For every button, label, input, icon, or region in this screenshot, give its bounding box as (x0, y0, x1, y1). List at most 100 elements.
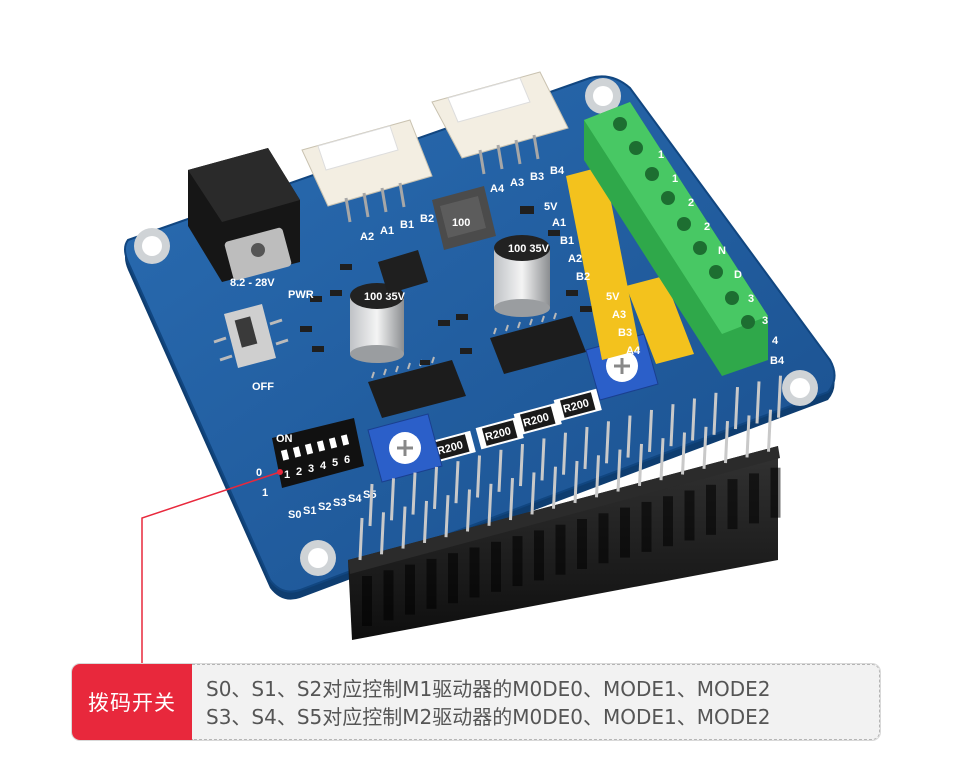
gpio-pin (433, 466, 438, 509)
header-slot (383, 570, 394, 621)
power-switch (213, 304, 289, 368)
dip-zero-label: 0 (256, 467, 262, 479)
gpio-pin (745, 415, 751, 458)
caption-description: S0、S1、S2对应控制M1驱动器的M0DE0、MODE1、MODE2 S3、S… (192, 664, 880, 740)
pwr-label: PWR (288, 289, 314, 301)
callout-dot (277, 469, 283, 475)
header-slot (663, 496, 673, 547)
pin-header-top-labels: 5V A1 B1 A2 B2 (544, 201, 590, 283)
voltage-label: 8.2 - 28V (230, 277, 275, 289)
off-label: OFF (252, 381, 274, 393)
gpio-pin (540, 438, 546, 481)
dip-num-1: 1 (284, 469, 290, 481)
callout-line (141, 471, 281, 664)
svg-text:A2: A2 (568, 253, 582, 265)
dip-num-3: 3 (308, 463, 314, 475)
pin-header-bottom (626, 276, 694, 364)
label-b3: B3 (530, 171, 544, 183)
capacitor-right: 100 35V (494, 235, 550, 317)
gpio-pin (466, 489, 471, 532)
motor-connector-right (431, 71, 569, 175)
label-a4: A4 (490, 183, 505, 195)
dip-label-s0: S0 (288, 509, 301, 521)
capacitor-label: 100 35V (364, 291, 406, 303)
header-slot (448, 553, 458, 604)
gpio-pin (669, 404, 675, 447)
gpio-pin (519, 444, 524, 487)
label-a2: A2 (360, 231, 374, 243)
gpio-pin (659, 438, 665, 481)
gpio-pin (626, 415, 632, 458)
motor-connector-left (301, 119, 433, 223)
gpio-pin (573, 460, 579, 504)
svg-text:B2: B2 (576, 271, 590, 283)
header-slot (727, 479, 738, 530)
gpio-pin (648, 409, 653, 452)
svg-text:5V: 5V (544, 201, 558, 213)
current-resistors: R200 R200 R200 R200 (427, 388, 602, 464)
svg-text:1: 1 (658, 149, 664, 161)
label-b4: B4 (550, 165, 565, 177)
gpio-pins (358, 375, 782, 561)
caption-line-2: S3、S4、S5对应控制M2驱动器的M0DE0、MODE1、MODE2 (206, 705, 771, 729)
header-slot (405, 564, 415, 615)
label-b2: B2 (420, 213, 434, 225)
dip-on-label: ON (276, 433, 293, 445)
dip-label-s5: S5 (363, 489, 376, 501)
dip-switch-caption: 拨码开关 S0、S1、S2对应控制M1驱动器的M0DE0、MODE1、MODE2… (72, 664, 880, 740)
svg-text:B3: B3 (618, 327, 632, 339)
pin-header-top (566, 166, 640, 360)
gpio-pin (767, 409, 772, 452)
header-slot (706, 484, 716, 535)
dip-num-4: 4 (320, 460, 327, 472)
svg-text:A4: A4 (626, 345, 641, 357)
dip-num-5: 5 (332, 457, 338, 469)
header-slot (469, 547, 480, 598)
connector-left-labels: A2 A1 B1 B2 (360, 213, 434, 243)
svg-text:3: 3 (748, 293, 754, 305)
inductor-label: 100 (452, 217, 470, 229)
svg-text:2: 2 (688, 197, 694, 209)
pin-header-bottom-labels: 5V A3 B3 A4 (606, 291, 641, 357)
smd-components (300, 206, 592, 365)
gpio-pin (681, 432, 686, 475)
gpio-pin (454, 461, 460, 504)
svg-text:2: 2 (704, 221, 710, 233)
header-slot (555, 524, 566, 575)
mounting-hole (585, 78, 621, 114)
header-slot (770, 467, 781, 518)
svg-text:D: D (734, 269, 742, 281)
header-slot (491, 541, 501, 592)
gpio-pin (530, 472, 536, 515)
capacitor-left: 100 35V (350, 283, 406, 363)
header-slot (426, 558, 437, 609)
dc-power-jack (188, 148, 300, 282)
gpio-pin (702, 426, 708, 469)
gpio-pin (476, 455, 481, 498)
header-slot (620, 507, 630, 558)
dip-one-label: 1 (262, 487, 268, 499)
gpio-pin (638, 443, 643, 486)
terminal-labels: 1 1 2 2 N D 3 3 4 B4 (658, 149, 785, 367)
label-b1: B1 (400, 219, 414, 231)
header-slot (577, 519, 587, 569)
gpio-pin (411, 472, 417, 515)
header-slot (534, 530, 544, 581)
svg-text:A1: A1 (552, 217, 566, 229)
gpio-pin (691, 398, 696, 441)
mounting-hole (134, 228, 170, 264)
gpio-pin (562, 432, 567, 475)
svg-text:B1: B1 (560, 235, 574, 247)
mounting-hole (300, 540, 336, 576)
header-slot (512, 536, 523, 587)
motor-driver-ic-2 (490, 312, 586, 374)
gpio-pin (368, 483, 374, 527)
header-slot (598, 513, 609, 564)
dip-num-6: 6 (344, 454, 350, 466)
gpio-pin (712, 392, 718, 435)
dip-label-s1: S1 (303, 505, 316, 517)
label-a3: A3 (510, 177, 524, 189)
gpio-pin (423, 500, 428, 543)
dip-label-s2: S2 (318, 501, 331, 513)
mounting-hole (782, 370, 818, 406)
